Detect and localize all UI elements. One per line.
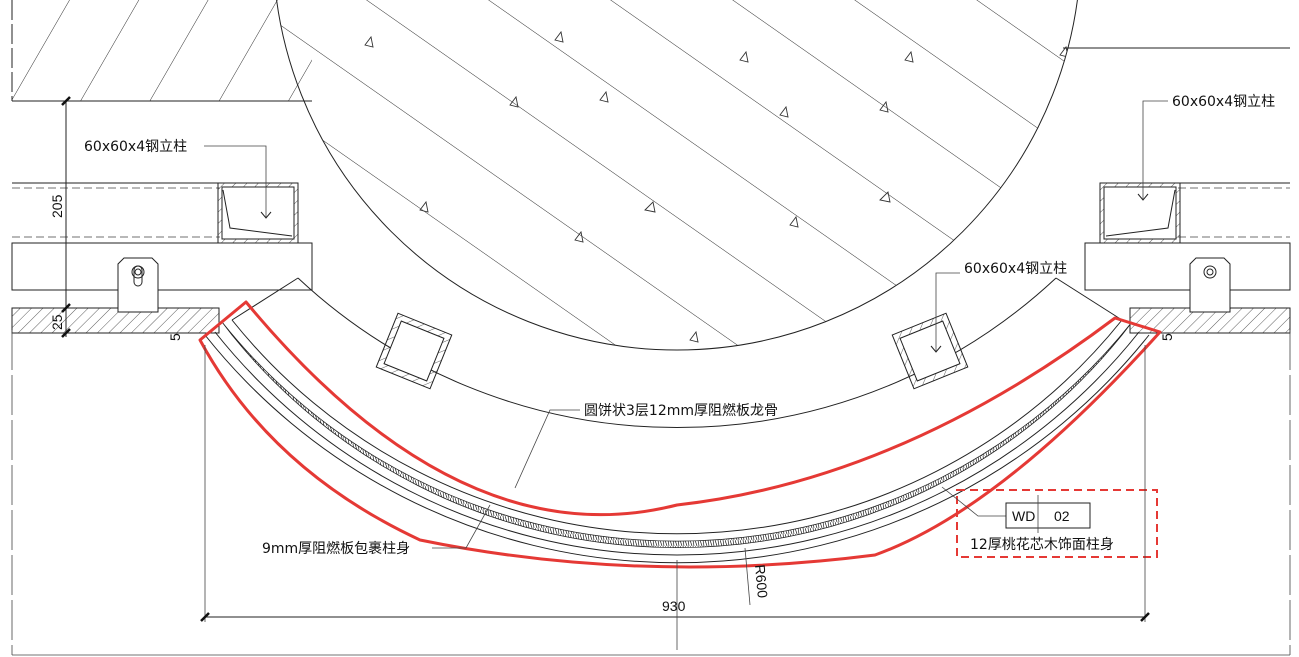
concrete-core-circle: [273, 0, 1081, 351]
leader-wrap-board: [432, 504, 491, 549]
leader-finish: [941, 486, 1006, 517]
dim-25: 25: [49, 314, 65, 330]
leader-skeleton: [514, 409, 580, 489]
dim-r600: R600: [752, 564, 771, 599]
bracket-left: [117, 257, 159, 313]
dim-5-right: 5: [1159, 333, 1175, 341]
leader-steel-center: [935, 272, 960, 352]
wall-strip-left: [11, 182, 313, 334]
label-wrap-board: 9mm厚阻燃板包裹柱身: [262, 540, 410, 557]
steel-column-center-left: [375, 312, 453, 390]
dim-930: 930: [662, 598, 686, 614]
concrete-wall-left: [11, 0, 312, 102]
bracket-right: [1189, 257, 1231, 313]
material-code: WD: [1012, 508, 1035, 524]
highlight-dashed-box: [956, 489, 1158, 558]
label-steel-column-left: 60x60x4钢立柱: [84, 139, 187, 155]
dim-205: 205: [49, 194, 65, 218]
material-tag: [1005, 495, 1091, 533]
dim-5-left: 5: [167, 333, 183, 341]
dimension-vertical: [61, 96, 71, 338]
highlight-outline: [198, 300, 1162, 569]
leader-steel-left: [204, 145, 267, 218]
steel-column-right: [1099, 182, 1181, 244]
label-steel-column-center: 60x60x4钢立柱: [964, 261, 1067, 277]
leader-steel-right: [1142, 100, 1168, 200]
label-skeleton: 圆饼状3层12mm厚阻燃板龙骨: [584, 402, 778, 419]
material-number: 02: [1054, 508, 1070, 524]
steel-column-center-right: [891, 312, 969, 390]
label-steel-column-right: 60x60x4钢立柱: [1172, 94, 1275, 110]
steel-column-left: [217, 182, 299, 244]
radius-leader: [744, 547, 751, 606]
dimension-horizontal: [200, 345, 1150, 650]
label-finish: 12厚桃花芯木饰面柱身: [970, 537, 1114, 553]
